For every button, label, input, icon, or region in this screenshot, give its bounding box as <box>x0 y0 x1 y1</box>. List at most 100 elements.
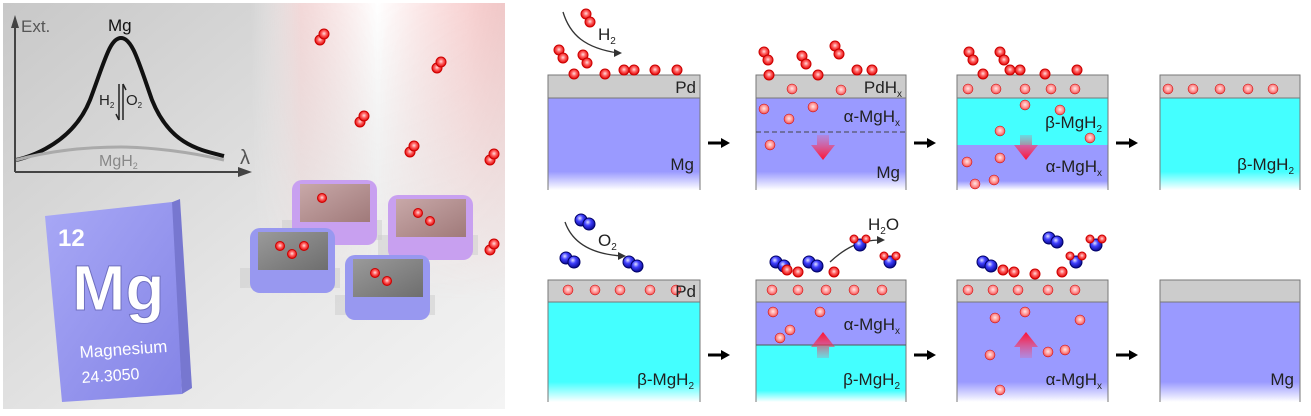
y-axis-label: Ext. <box>21 17 50 36</box>
layer-label-subscript: x <box>1097 168 1102 179</box>
pd-layer <box>1159 279 1301 303</box>
h-atom <box>488 148 500 160</box>
down-arrow-head <box>115 113 120 121</box>
dehydrogenation-stage-4 <box>1159 279 1301 402</box>
h-atom <box>382 276 392 286</box>
o2-molecule <box>802 255 824 273</box>
h-atom <box>977 68 989 80</box>
diffusion-up-arrow-icon <box>1014 332 1038 358</box>
dissolved-h-atom <box>764 139 776 151</box>
h2-molecule <box>580 8 596 28</box>
h-atom <box>318 28 330 40</box>
diffusion-down-arrow-icon <box>811 135 835 160</box>
h2o-flux-arrow <box>829 239 881 263</box>
dissolved-h-atom <box>614 284 626 296</box>
dissolved-h-atom <box>1187 83 1199 95</box>
dissolved-h-atom <box>670 284 682 296</box>
h2-molecule <box>829 40 845 60</box>
h2-molecule <box>796 50 812 70</box>
arrowhead-icon <box>877 236 885 244</box>
dissolved-h-atom <box>835 84 847 96</box>
layer-label: Mg <box>670 155 694 174</box>
h-atom <box>851 64 863 76</box>
h-atom <box>879 251 889 261</box>
h2-molecule <box>553 44 569 64</box>
x-axis-label: λ <box>240 147 250 169</box>
arrowhead-icon <box>614 49 622 57</box>
hydrogenation-stage-4 <box>1159 74 1301 190</box>
layer-label-subscript: x <box>895 326 900 337</box>
dissolved-h-atom <box>961 156 973 168</box>
layer-label: α-MgHx <box>1046 157 1102 179</box>
h2-molecule <box>963 46 979 66</box>
dissolved-h-atom <box>766 284 778 296</box>
pd-layer <box>1159 74 1301 99</box>
dissolved-h-atom <box>820 284 832 296</box>
y-axis-arrow-icon <box>11 15 19 28</box>
layer-label-text: α-MgH <box>844 315 895 334</box>
h-atom <box>568 68 580 80</box>
dissolved-h-atom <box>1059 344 1071 356</box>
next-step-arrow-icon <box>914 350 936 360</box>
dissolved-h-atom <box>1054 104 1066 116</box>
dissolved-h-atom <box>1012 284 1024 296</box>
cap-label: PdHx <box>864 78 902 100</box>
h2o-molecule <box>1065 251 1087 269</box>
cap-label: Pd <box>675 282 696 301</box>
h-atom <box>1039 68 1051 80</box>
dissolved-h-atom <box>1069 83 1081 95</box>
h-atom <box>413 208 423 218</box>
left-illustration: Ext. λ Mg MgH2 H2 O2 12 Mg Magnesium 24.… <box>3 3 505 409</box>
hydrogenation-row: H2 <box>547 8 1301 190</box>
h-atom <box>299 241 309 251</box>
h-atom <box>762 54 774 66</box>
extinction-graph: Ext. λ Mg MgH2 H2 O2 <box>11 15 252 177</box>
dissolved-h-atom <box>1084 132 1096 144</box>
h2-molecule <box>484 148 500 166</box>
h-atom <box>891 251 901 261</box>
layer-label-text: β-MgH <box>637 370 688 389</box>
h-atom <box>649 64 661 76</box>
layer-label: β-MgH2 <box>1237 155 1294 177</box>
dissolved-h-atom <box>1162 83 1174 95</box>
layer-label: α-MgHx <box>844 107 900 129</box>
dissolved-h-atom <box>962 83 974 95</box>
h2o-molecule <box>849 234 871 252</box>
next-step-arrow-icon <box>914 138 936 148</box>
h-atom <box>1008 266 1020 278</box>
h-atom <box>866 64 878 76</box>
h-atom <box>1056 266 1068 278</box>
layer-label: β-MgH2 <box>1045 113 1102 135</box>
o2-flux-arrow <box>564 221 623 257</box>
h-atom <box>1014 64 1026 76</box>
dissolved-h-atom <box>786 83 798 95</box>
dissolved-h-atom <box>783 113 795 125</box>
dissolved-h-atom <box>994 384 1006 396</box>
h-atom <box>849 234 859 244</box>
dissolved-h-atom <box>994 152 1006 164</box>
layer-label-subscript: 2 <box>688 381 694 392</box>
o2-molecule <box>559 251 581 269</box>
dissolved-h-atom <box>1019 83 1031 95</box>
dissolved-h-atom <box>1069 284 1081 296</box>
mg-peak-label: Mg <box>108 16 132 35</box>
dissolved-h-atom <box>814 306 826 318</box>
dissolved-h-atom <box>784 324 796 336</box>
dissolved-h-atom <box>876 284 888 296</box>
tile-face <box>45 202 182 402</box>
mgh2-layer <box>548 302 700 402</box>
dissolved-h-atom <box>994 125 1006 137</box>
h-atom <box>317 193 327 203</box>
h-atom <box>287 249 297 259</box>
layer-label-text: β-MgH <box>843 370 894 389</box>
o-atom <box>582 217 596 231</box>
up-arrow-head <box>122 83 127 91</box>
h-atom <box>1097 234 1107 244</box>
h2-molecule <box>404 140 420 158</box>
dissolved-h-atom <box>984 349 996 361</box>
layer-label-subscript: 2 <box>1288 166 1294 177</box>
h-atom <box>358 110 370 122</box>
pd-layer <box>956 279 1109 303</box>
layer-label-subscript: 2 <box>894 381 900 392</box>
h-atom <box>800 58 812 70</box>
